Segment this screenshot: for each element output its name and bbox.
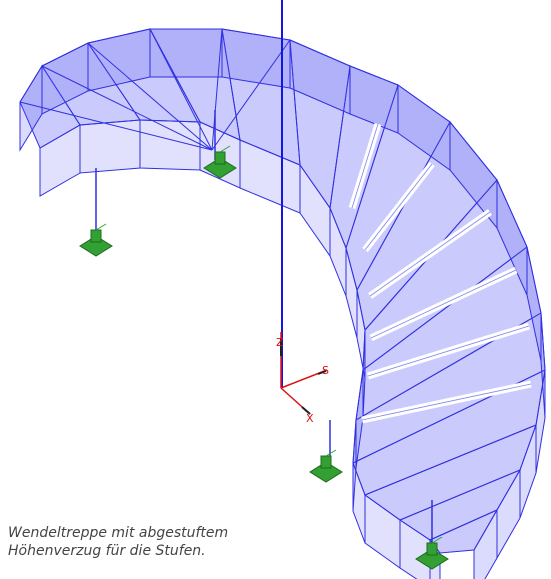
figure-caption: Wendeltreppe mit abgestuftem Höhenverzug… [8, 524, 308, 560]
caption-line-2: Höhenverzug für die Stufen. [8, 543, 206, 559]
stair-outer-stringer-face [149, 28, 223, 78]
support-block [214, 151, 226, 165]
stair-outer-stringer-face [473, 508, 498, 579]
stair-step-edge [364, 163, 433, 251]
support-block [320, 455, 332, 469]
stair-inner-stringer-face [399, 519, 431, 579]
axis-x-arrow [301, 406, 311, 415]
stair-step-edge [369, 211, 491, 297]
stair-radial-edge [211, 28, 223, 151]
stair-radial-edge [87, 42, 213, 151]
stair-outer-stringer-face [221, 28, 291, 89]
stair-inner-stringer-face [79, 119, 141, 174]
stair-step-edge [370, 269, 517, 339]
support-indicator [219, 145, 231, 153]
support-indicator [431, 536, 443, 544]
axis-s-arrow [317, 370, 327, 375]
support-indicator [325, 449, 337, 457]
stair-radial-edge [19, 101, 213, 151]
supports [79, 145, 449, 570]
axis-z-label: Z [276, 336, 284, 349]
support-base-plate [309, 461, 343, 483]
stair-radial-edge [211, 39, 291, 151]
support-base-plate [79, 235, 113, 257]
support-base-plate [203, 157, 237, 179]
stair-step-edge [367, 325, 530, 377]
stair-step-edge [351, 123, 379, 209]
axis-s-label: S [322, 364, 329, 377]
support-indicator [95, 223, 107, 231]
support-block [90, 229, 102, 243]
staircase-geometry [19, 28, 546, 579]
support-block [426, 542, 438, 556]
caption-line-1: Wendeltreppe mit abgestuftem [8, 525, 229, 541]
support-base-plate [415, 548, 449, 570]
stair-radial-edge [41, 65, 213, 151]
stair-radial-edge [149, 28, 213, 151]
axis-x-label: X [306, 412, 314, 425]
stair-step-edge [361, 383, 532, 421]
coordinate-axes: Z S X [276, 332, 329, 425]
